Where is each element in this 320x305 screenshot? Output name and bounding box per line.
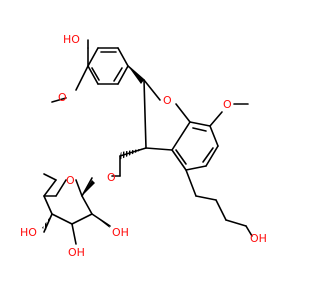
wedge-bond	[128, 66, 144, 84]
structure-svg: HO O O O O O HO OH OH OH	[20, 33, 267, 259]
glycosidic-o-label: O	[107, 171, 116, 184]
wedge-bond	[82, 180, 95, 196]
phenol-oh-label: HO	[63, 33, 80, 46]
sugar-oh-bottom-label: OH	[68, 246, 85, 259]
sugar-ring-o-label: O	[66, 174, 75, 187]
sugar-oh-right-label: OH	[112, 226, 129, 239]
right-methoxy-o-label: O	[223, 98, 232, 111]
hash-bond	[42, 214, 52, 230]
aryl-methoxy-o-label: O	[58, 91, 67, 104]
wedge-bond	[92, 214, 110, 228]
propanol-oh-label: OH	[250, 232, 267, 245]
sugar-oh-left-label: HO	[20, 226, 37, 239]
hash-bond	[119, 148, 146, 160]
molecule-diagram: HO O O O O O HO OH OH OH	[20, 33, 267, 259]
atom-labels: HO O O O O O HO OH OH OH	[20, 33, 267, 259]
bond-lines	[43, 39, 253, 245]
furan-ring-o-label: O	[163, 94, 172, 107]
